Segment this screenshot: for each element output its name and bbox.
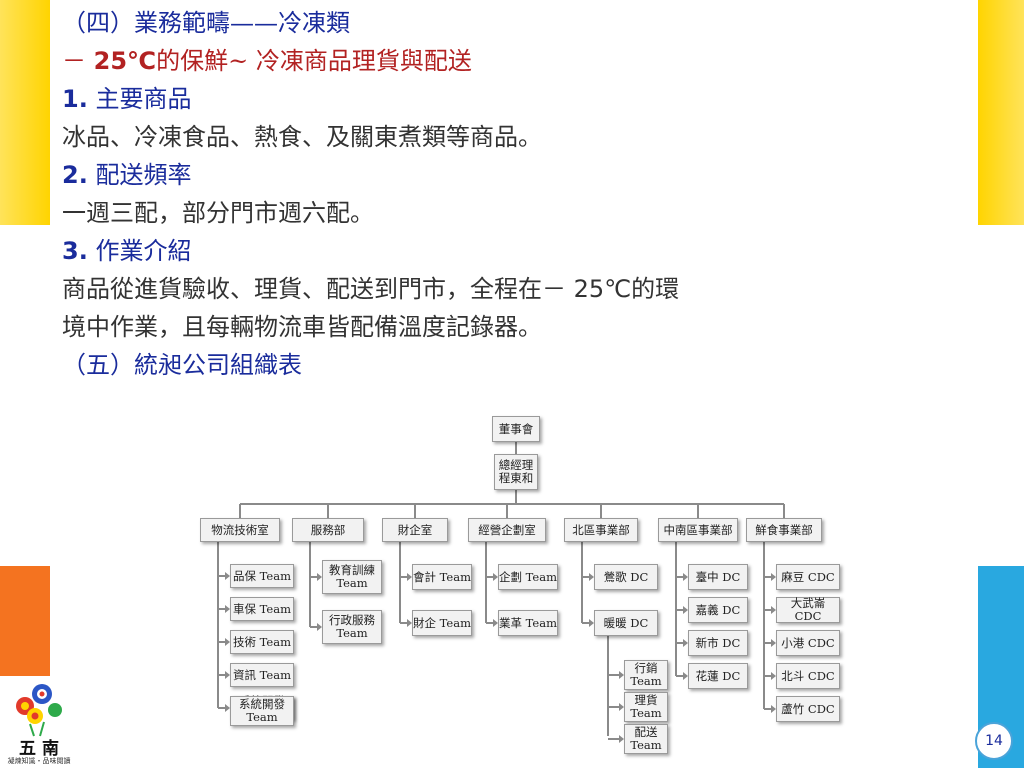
logo-emblem-icon [2, 676, 76, 738]
org-node-planning-1: 企劃 Team [498, 564, 558, 590]
connector-arrow [317, 573, 322, 581]
dash: － [62, 47, 94, 75]
connector-arrow [225, 605, 230, 613]
item-body-3b: 境中作業，且每輛物流車皆配備溫度記錄器。 [62, 313, 542, 341]
org-node-dept-4: 經營企劃室 [468, 518, 546, 542]
org-node-dept-5: 北區事業部 [564, 518, 638, 542]
org-node-fresh-5: 蘆竹 CDC [776, 696, 840, 722]
org-node-dept-6: 中南區事業部 [658, 518, 738, 542]
section-heading-4: （四）業務範疇——冷凍類 [62, 9, 350, 37]
connector-arrow [619, 671, 624, 679]
connector-arrow [683, 639, 688, 647]
connector-arrow [225, 704, 230, 712]
connector-arrow [683, 606, 688, 614]
org-node-finance-2: 財企 Team [412, 610, 472, 636]
org-connectors [217, 442, 785, 743]
org-node-dept-7: 鮮食事業部 [746, 518, 822, 542]
slide-text: （四）業務範疇——冷凍類 － 25℃的保鮮~ 冷凍商品理貨與配送 1. 主要商品… [62, 4, 962, 384]
org-node-logistics-1: 品保 Team [230, 564, 294, 588]
page-number: 14 [975, 722, 1013, 760]
connector-arrow [407, 619, 412, 627]
connector-arrow [589, 573, 594, 581]
connector-arrow [619, 735, 624, 743]
connector-arrow [225, 671, 230, 679]
org-node-north-1: 鶯歌 DC [594, 564, 658, 590]
connector-arrow [493, 573, 498, 581]
item-body-2: 一週三配，部分門市週六配。 [62, 199, 374, 227]
connector-arrow [493, 619, 498, 627]
org-node-south-4: 花蓮 DC [688, 663, 748, 689]
item-body-3a: 商品從進貨驗收、理貨、配送到門市，全程在－ 25℃的環 [62, 275, 680, 303]
logo-text: 五 南 [19, 739, 59, 759]
item-heading-1: 1. 主要商品 [62, 85, 192, 113]
publisher-logo: 五 南 凝煉知識・品味閱讀 [0, 676, 78, 768]
org-node-finance-1: 會計 Team [412, 564, 472, 590]
org-node-dept-3: 財企室 [382, 518, 448, 542]
org-node-board: 董事會 [492, 416, 540, 442]
org-node-general-manager: 總經理程東和 [494, 454, 538, 490]
org-chart: 董事會總經理程東和物流技術室服務部財企室經營企劃室北區事業部中南區事業部鮮食事業… [190, 412, 870, 762]
org-node-dept-1: 物流技術室 [200, 518, 280, 542]
org-node-planning-2: 業革 Team [498, 610, 558, 636]
org-node-north-2: 暖暖 DC [594, 610, 658, 636]
org-node-logistics-2: 車保 Team [230, 597, 294, 621]
org-node-fresh-1: 麻豆 CDC [776, 564, 840, 590]
org-node-fresh-3: 小港 CDC [776, 630, 840, 656]
connector-arrow [771, 639, 776, 647]
connector-arrow [771, 573, 776, 581]
org-node-logistics-3: 技術 Team [230, 630, 294, 654]
connector-arrow [771, 606, 776, 614]
connector-arrow [619, 703, 624, 711]
item-heading-3: 3. 作業介紹 [62, 237, 192, 265]
connector-arrow [589, 619, 594, 627]
connector-arrow [771, 705, 776, 713]
org-node-south-2: 嘉義 DC [688, 597, 748, 623]
org-node-dept-2: 服務部 [292, 518, 364, 542]
connector-arrow [683, 672, 688, 680]
connector-arrow [225, 572, 230, 580]
item-body-1: 冰品、冷凍食品、熱食、及關東煮類等商品。 [62, 123, 542, 151]
connector-arrow [225, 638, 230, 646]
temperature: 25℃ [93, 47, 157, 75]
connector-arrow [771, 672, 776, 680]
connector-arrow [683, 573, 688, 581]
subheading-rest: 的保鮮~ 冷凍商品理貨與配送 [156, 47, 472, 75]
left-yellow-bar [0, 0, 50, 225]
org-node-south-3: 新市 DC [688, 630, 748, 656]
subheading-frozen: － 25℃的保鮮~ 冷凍商品理貨與配送 [62, 42, 962, 80]
connector-arrow [317, 623, 322, 631]
item-heading-2: 2. 配送頻率 [62, 161, 192, 189]
org-node-south-1: 臺中 DC [688, 564, 748, 590]
right-yellow-bar [978, 0, 1024, 225]
section-heading-5: （五）統昶公司組織表 [62, 351, 302, 379]
connector-arrow [407, 573, 412, 581]
logo-tagline: 凝煉知識・品味閱讀 [7, 757, 71, 765]
org-node-fresh-4: 北斗 CDC [776, 663, 840, 689]
org-node-logistics-4: 資訊 Team [230, 663, 294, 687]
left-orange-bar [0, 566, 50, 676]
